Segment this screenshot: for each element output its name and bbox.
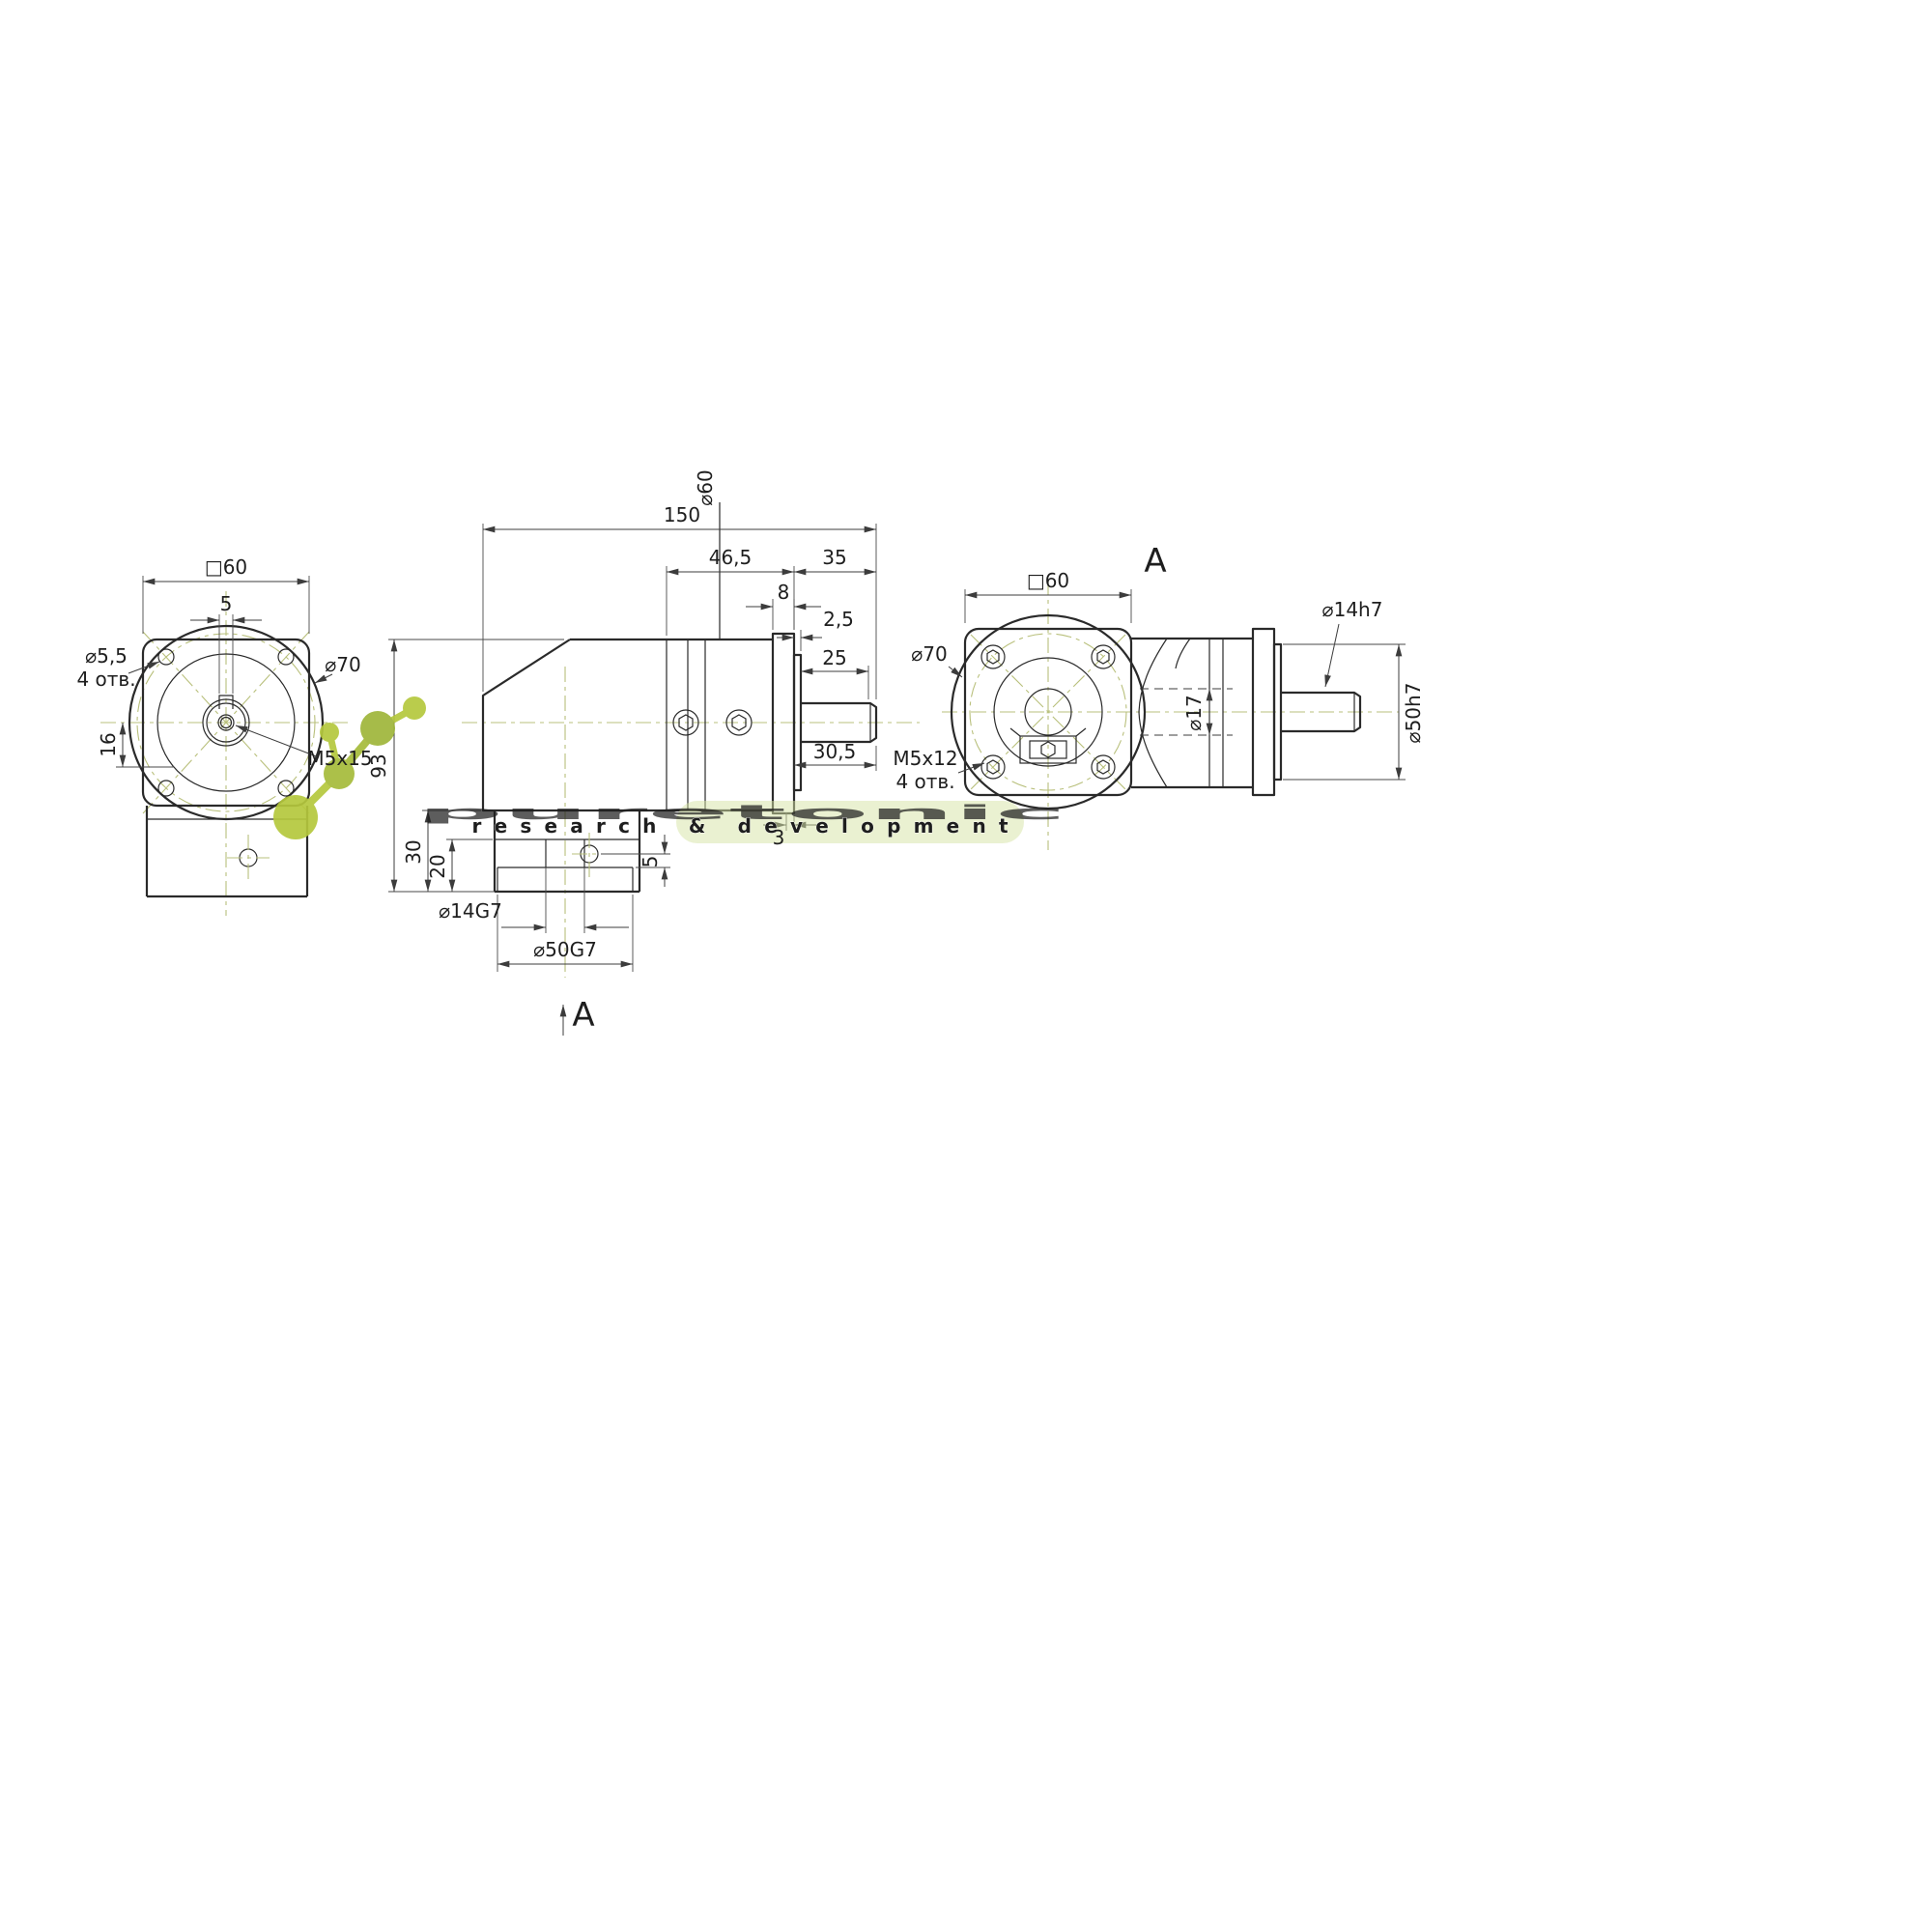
input-bore-circle bbox=[1024, 688, 1072, 736]
flange-screws bbox=[980, 644, 1116, 780]
dim-35: 35 bbox=[822, 546, 846, 569]
dim-square60-viewa: □60 bbox=[1027, 569, 1069, 592]
front-shoulder-circle bbox=[202, 698, 250, 747]
front-diagonal-centerline bbox=[142, 631, 310, 814]
front-tap-hole bbox=[217, 714, 235, 731]
view-a-title: A bbox=[1144, 542, 1166, 581]
dim-20: 20 bbox=[426, 854, 449, 878]
front-view bbox=[100, 576, 352, 916]
side-body-outline bbox=[481, 639, 773, 812]
front-tap-thread bbox=[219, 716, 233, 729]
dim-m5x12-count: 4 отв. bbox=[895, 770, 954, 793]
dim-8: 8 bbox=[778, 581, 790, 604]
dim-30: 30 bbox=[402, 839, 425, 864]
dim-150: 150 bbox=[664, 503, 700, 526]
hex-socket-icon bbox=[1040, 741, 1056, 758]
dim-dia70-viewa: ⌀70 bbox=[911, 642, 948, 666]
clamp-block bbox=[1019, 735, 1077, 764]
front-bolt-circle bbox=[136, 633, 316, 812]
molecule-logo-icon bbox=[273, 696, 426, 839]
front-shaft-circle bbox=[206, 702, 246, 743]
dim-30-5: 30,5 bbox=[813, 740, 857, 763]
viewa-output-shaft bbox=[1281, 691, 1362, 733]
dim-dia17: ⌀17 bbox=[1182, 695, 1206, 731]
dim-hole-count: 4 отв. bbox=[76, 668, 135, 691]
viewa-spigot bbox=[1272, 642, 1283, 781]
section-label-a: A bbox=[572, 996, 594, 1035]
front-square-flange bbox=[141, 638, 311, 808]
dim-dia60: ⌀60 bbox=[694, 469, 717, 506]
dim-16: 16 bbox=[97, 732, 120, 756]
side-output-shaft bbox=[801, 701, 878, 744]
front-pilot-circle bbox=[156, 653, 296, 792]
hex-socket-icon bbox=[731, 714, 747, 731]
socket-screw bbox=[725, 709, 753, 736]
front-keyway bbox=[218, 695, 234, 709]
dim-m5x15: M5x15 bbox=[307, 747, 372, 770]
dimension-labels: □60 5 ⌀5,5 4 отв. 16 ⌀70 M5x15 ⌀60 150 4… bbox=[76, 469, 1425, 1035]
dim-2-5: 2,5 bbox=[823, 608, 854, 631]
dim-dia70-front: ⌀70 bbox=[325, 653, 361, 676]
dim-5-foot: 5 bbox=[639, 856, 662, 868]
casting-silhouette-curve bbox=[1138, 638, 1168, 788]
dim-dia14g7: ⌀14G7 bbox=[439, 899, 502, 923]
socket-screw bbox=[672, 709, 699, 736]
watermark-brand-text: puretonic bbox=[417, 801, 1066, 824]
casting-silhouette-curve bbox=[1175, 638, 1191, 669]
dim-square60-front: □60 bbox=[205, 555, 247, 579]
front-bolt-hole bbox=[277, 780, 295, 797]
watermark-band bbox=[676, 801, 1024, 843]
dim-dia14h7: ⌀14h7 bbox=[1322, 598, 1383, 621]
dim-46-5: 46,5 bbox=[709, 546, 753, 569]
dim-25: 25 bbox=[822, 646, 846, 669]
viewa-square-flange bbox=[963, 627, 1133, 797]
dim-3: 3 bbox=[773, 826, 785, 849]
hex-socket-icon bbox=[678, 714, 694, 731]
viewa-bolt-circle bbox=[969, 633, 1127, 791]
viewa-body-circle bbox=[950, 613, 1147, 810]
dim-dia50g7: ⌀50G7 bbox=[533, 938, 597, 961]
side-spigot bbox=[792, 653, 803, 792]
dim-93: 93 bbox=[367, 753, 390, 778]
clamp-screw-slot bbox=[1029, 740, 1067, 759]
dim-dia50h7: ⌀50h7 bbox=[1402, 683, 1425, 744]
dim-m5x12: M5x12 bbox=[893, 747, 957, 770]
watermark-tagline-text: research & development bbox=[472, 814, 1009, 838]
front-bolt-hole bbox=[157, 780, 175, 797]
view-a bbox=[942, 580, 1406, 850]
dim-keyway-5: 5 bbox=[220, 592, 233, 615]
front-bolt-hole bbox=[157, 648, 175, 666]
front-bolt-hole bbox=[277, 648, 295, 666]
input-hub-circle bbox=[993, 657, 1103, 767]
dim-hole-dia: ⌀5,5 bbox=[85, 644, 128, 668]
side-output-flange bbox=[771, 632, 796, 815]
side-view bbox=[388, 502, 920, 1036]
